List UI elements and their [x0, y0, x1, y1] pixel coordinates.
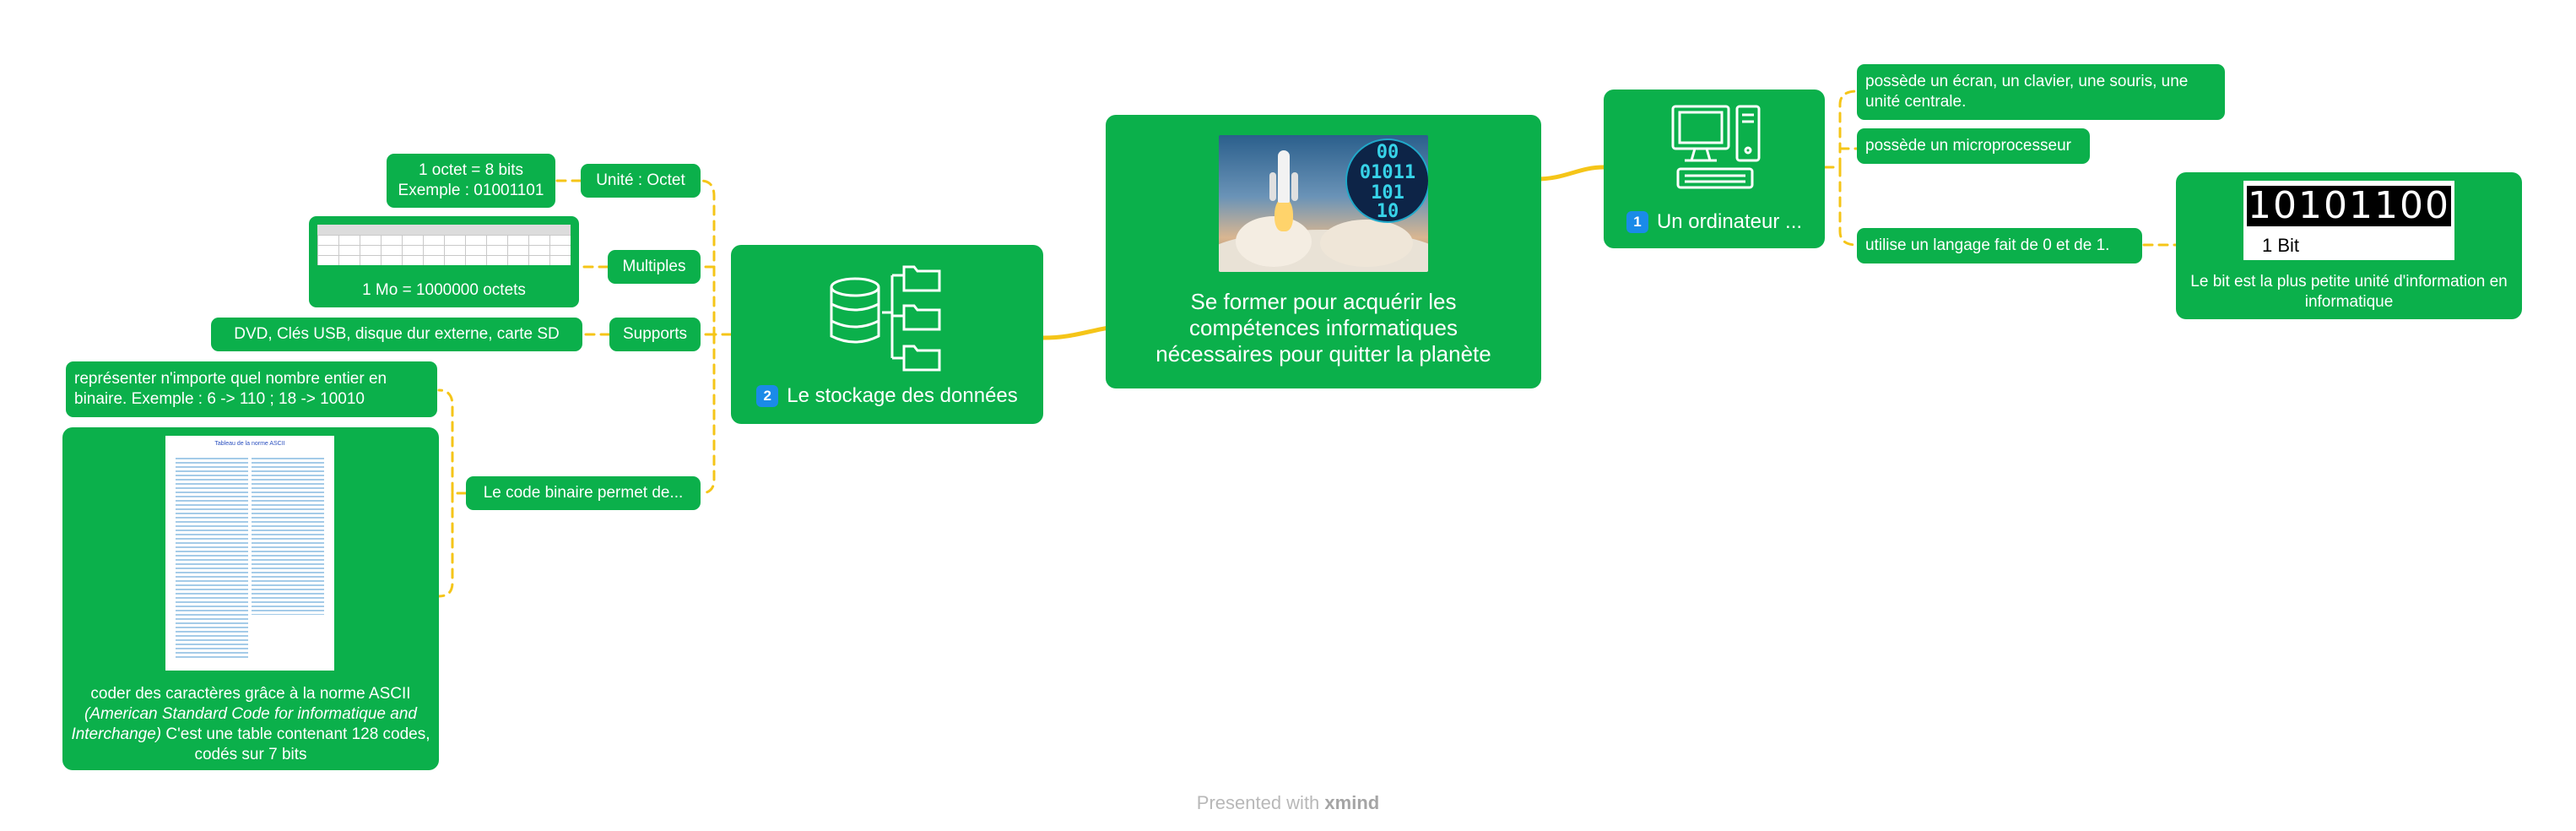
ascii-node[interactable]: Tableau de la norme ASCII coder des cara… [62, 427, 439, 770]
bit-image: 10101100 1 Bit [2243, 181, 2454, 260]
unit-example[interactable]: 1 octet = 8 bits Exemple : 01001101 [387, 154, 555, 208]
topic-computer-title: 1 Un ordinateur ... [1604, 209, 1825, 235]
bit-label: 1 Bit [2262, 235, 2300, 256]
binary-overlay-line: 101 [1371, 182, 1404, 204]
computer-item-text: possède un écran, un clavier, une souris… [1865, 73, 2189, 111]
topic-storage-label: Le stockage des données [787, 384, 1018, 407]
topic-number-badge: 1 [1626, 211, 1648, 233]
computer-icon [1671, 105, 1761, 189]
bit-node-text: Le bit est la plus petite unité d'inform… [2190, 273, 2508, 311]
binary-example-text: représenter n'importe quel nombre entier… [74, 370, 387, 408]
presented-with-footer: Presented with xmind [0, 792, 2576, 814]
topic-computer[interactable]: 1 Un ordinateur ... [1604, 90, 1825, 248]
branch-binary[interactable]: Le code binaire permet de... [466, 476, 701, 510]
bit-digits: 10101100 [2247, 184, 2451, 227]
xmind-logo[interactable]: xmind [1324, 792, 1380, 813]
computer-item[interactable]: possède un écran, un clavier, une souris… [1857, 64, 2225, 120]
topic-number-badge: 2 [756, 385, 779, 407]
ascii-table-image: Tableau de la norme ASCII [165, 436, 334, 671]
central-topic-title: Se former pour acquérir les compétences … [1155, 289, 1491, 367]
binary-overlay-line: 10 [1376, 201, 1399, 222]
multiples-table-image [317, 225, 571, 265]
branch-multiples-label: Multiples [622, 258, 686, 275]
ascii-text-acronym: (American Standard Code for informatique… [71, 705, 417, 743]
unit-example-line: 1 octet = 8 bits [418, 161, 524, 179]
supports-example[interactable]: DVD, Clés USB, disque dur externe, carte… [211, 318, 582, 351]
central-topic[interactable]: 00 01011 101 10 Se former pour acquérir … [1106, 115, 1541, 388]
unit-example-line: Exemple : 01001101 [398, 182, 544, 199]
computer-item[interactable]: utilise un langage fait de 0 et de 1. [1857, 228, 2142, 263]
topic-storage[interactable]: 2 Le stockage des données [731, 245, 1043, 424]
computer-item-text: possède un microprocesseur [1865, 137, 2071, 155]
supports-example-text: DVD, Clés USB, disque dur externe, carte… [234, 325, 560, 343]
ascii-text-detail: C'est une table contenant 128 codes, cod… [161, 725, 430, 763]
branch-supports[interactable]: Supports [609, 318, 701, 351]
branch-multiples[interactable]: Multiples [608, 250, 701, 284]
computer-item-text: utilise un langage fait de 0 et de 1. [1865, 236, 2110, 254]
binary-example[interactable]: représenter n'importe quel nombre entier… [66, 361, 437, 417]
bit-node[interactable]: 10101100 1 Bit Le bit est la plus petite… [2176, 172, 2522, 319]
footer-presented-text: Presented with [1196, 792, 1320, 813]
topic-storage-title: 2 Le stockage des données [731, 383, 1043, 409]
ascii-node-text: coder des caractères grâce à la norme AS… [69, 684, 432, 765]
ascii-text-main: coder des caractères grâce à la norme AS… [90, 685, 411, 703]
computer-item[interactable]: possède un microprocesseur [1857, 128, 2090, 164]
branch-supports-label: Supports [622, 325, 688, 343]
rocket-launch-image: 00 01011 101 10 [1219, 135, 1428, 272]
branch-unit-label: Unité : Octet [596, 171, 685, 189]
branch-binary-label: Le code binaire permet de... [483, 484, 684, 502]
topic-computer-label: Un ordinateur ... [1656, 210, 1803, 233]
ascii-table-title: Tableau de la norme ASCII [214, 441, 285, 447]
database-icon [830, 265, 941, 372]
binary-overlay-line: 01011 [1359, 162, 1416, 183]
branch-unit[interactable]: Unité : Octet [581, 164, 701, 198]
multiples-example[interactable]: 1 Mo = 1000000 octets [309, 216, 579, 307]
multiples-example-text: 1 Mo = 1000000 octets [362, 281, 526, 299]
connector-center-computer [1534, 165, 1606, 182]
binary-overlay-line: 00 [1376, 142, 1399, 163]
